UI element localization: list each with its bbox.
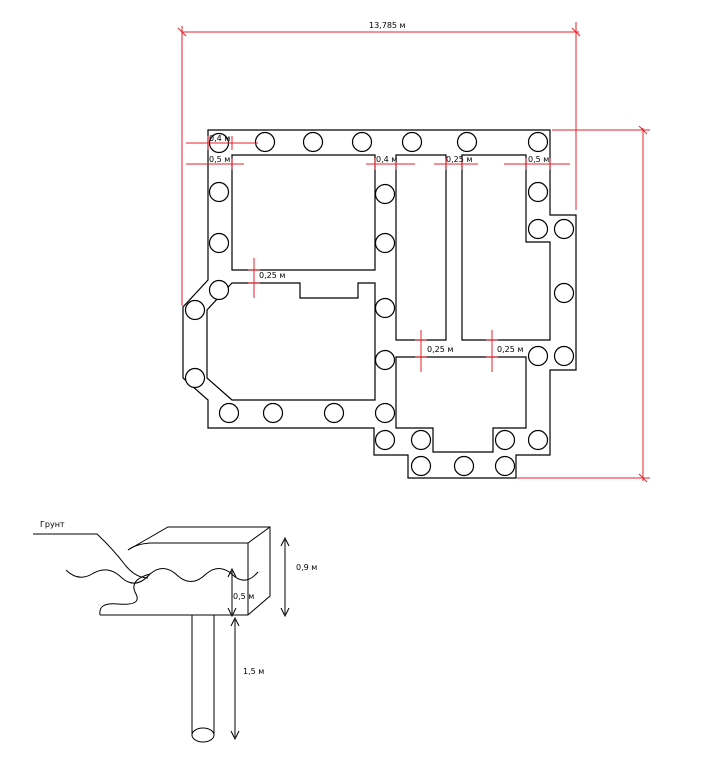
pile <box>302 131 324 153</box>
pile <box>527 345 549 367</box>
dim-pile-label: 1,5 м <box>243 667 264 676</box>
room-bottom-middle <box>395 356 527 453</box>
gap-left-room-label: 0,25 м <box>259 271 285 280</box>
offset-left-label: 0,5 м <box>209 155 230 164</box>
grillage-top-face <box>127 526 271 551</box>
gap-bottom-a-label: 0,25 м <box>427 345 453 354</box>
section-dimensions <box>227 536 290 741</box>
pile <box>254 131 276 153</box>
pile <box>456 131 478 153</box>
pile <box>374 297 396 319</box>
room-right <box>461 154 551 341</box>
piles <box>184 131 575 477</box>
pile <box>374 429 396 451</box>
pile <box>553 345 575 367</box>
pile <box>262 402 284 424</box>
pile-cylinder <box>191 615 215 743</box>
pile <box>527 218 549 240</box>
ground-line <box>33 533 149 579</box>
foundation-section: Грунт 0,9 м 0,5 м 1,5 м <box>33 520 317 743</box>
pile <box>218 402 240 424</box>
pile <box>374 232 396 254</box>
belt-width-label: 0,4 м <box>209 134 230 143</box>
soil-cut-wave <box>65 568 259 584</box>
pile <box>401 131 423 153</box>
pile <box>208 232 230 254</box>
pile <box>553 218 575 240</box>
gap-bottom-b-label: 0,25 м <box>497 345 523 354</box>
pile <box>494 455 516 477</box>
dim-total-label: 0,9 м <box>296 563 317 572</box>
pile <box>184 299 206 321</box>
belt-width-mid-label: 0,4 м <box>376 155 397 164</box>
pile <box>453 455 475 477</box>
pile <box>374 183 396 205</box>
outer-contour <box>182 129 577 479</box>
pile <box>527 429 549 451</box>
dim-depth-label: 0,5 м <box>233 592 254 601</box>
ground-label: Грунт <box>40 520 65 529</box>
grillage-top-edge <box>127 526 271 551</box>
room-top-left <box>231 154 376 271</box>
room-middle-corridor <box>395 154 447 341</box>
offset-right-label: 0,5 м <box>528 155 549 164</box>
pile <box>351 131 373 153</box>
pile <box>410 429 432 451</box>
pile <box>494 429 516 451</box>
pile <box>410 455 432 477</box>
pile <box>208 181 230 203</box>
room-bottom-left <box>206 282 376 401</box>
pile <box>527 131 549 153</box>
soil-break-left <box>99 573 151 616</box>
pile <box>184 367 206 389</box>
pile <box>374 349 396 371</box>
pile <box>323 402 345 424</box>
pile <box>374 402 396 424</box>
pile <box>527 181 549 203</box>
dimension-lines <box>177 22 650 483</box>
pile <box>208 279 230 301</box>
overall-width-label: 13,785 м <box>369 21 406 30</box>
pile <box>553 282 575 304</box>
foundation-plan: 13,785 м 0,4 м 0,5 м 0,4 м 0,25 м 0,5 м … <box>177 21 650 483</box>
gap-top-label: 0,25 м <box>446 155 472 164</box>
